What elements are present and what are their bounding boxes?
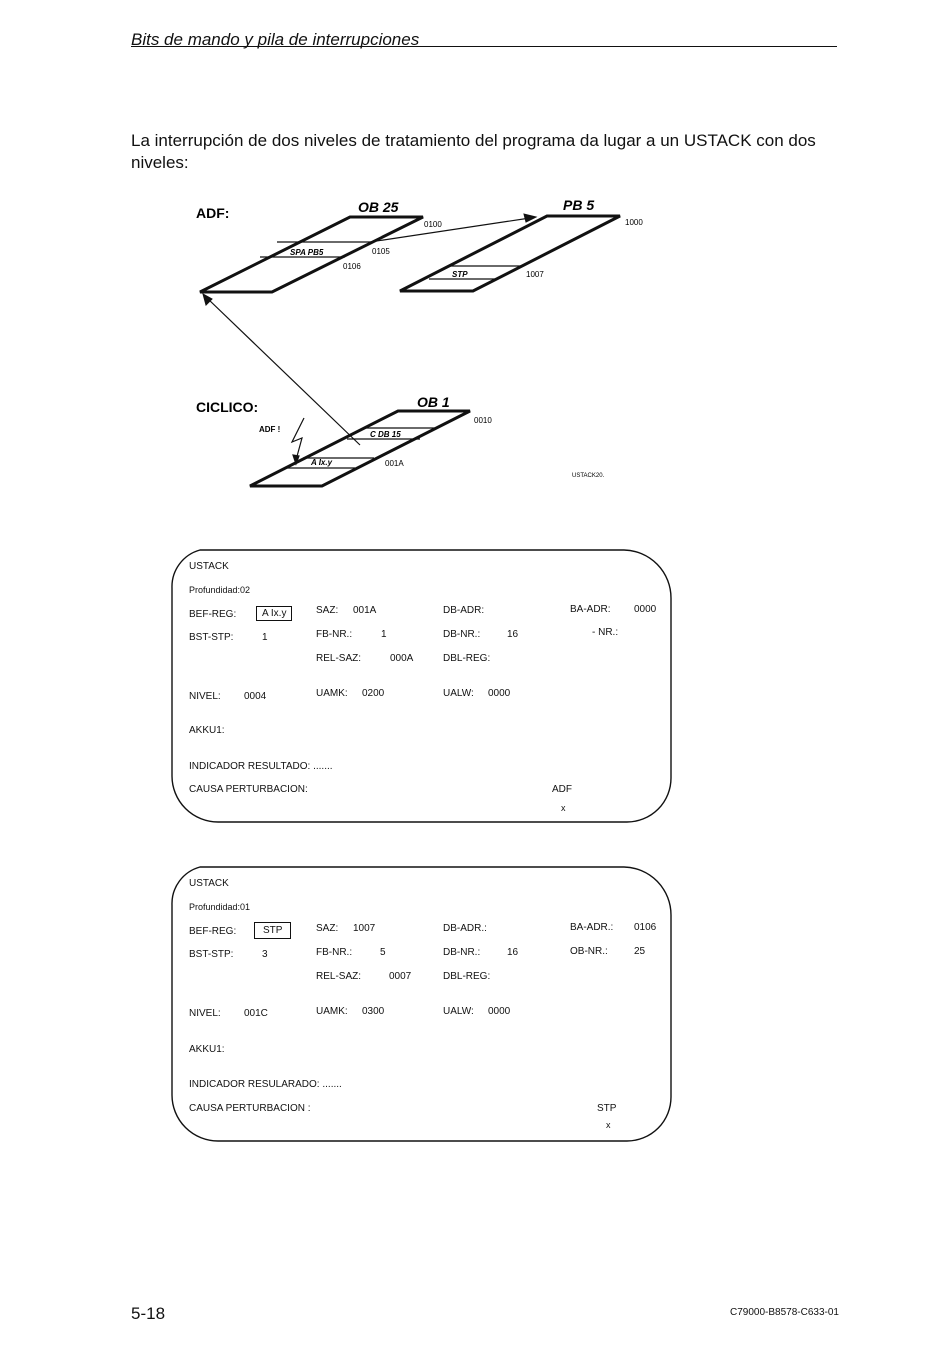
- dbl-reg-label: DBL-REG:: [443, 971, 491, 982]
- page-number: 5-18: [131, 1304, 166, 1323]
- bef-reg-value: STP: [254, 922, 292, 939]
- fb-nr-label: FB-NR.:: [316, 629, 353, 640]
- db-nr-value: 16: [507, 947, 519, 958]
- causa-mark: x: [606, 1120, 611, 1130]
- nivel-value: 001C: [244, 1008, 268, 1019]
- rel-saz-value: 000A: [390, 653, 414, 664]
- akku1-label: AKKU1:: [189, 725, 225, 736]
- ob25-title: OB 25: [358, 199, 399, 215]
- uamk-value: 0200: [362, 688, 385, 699]
- ob1-instr1: C DB 15: [370, 430, 401, 439]
- bst-stp-value: 1: [262, 632, 268, 643]
- saz-value: 001A: [353, 605, 377, 616]
- ob25-addr-top: 0100: [424, 220, 442, 229]
- profundidad: Profundidad:01: [189, 902, 251, 912]
- uamk-label: UAMK:: [316, 1006, 348, 1017]
- bef-reg-label: BEF-REG:: [189, 609, 237, 620]
- rel-saz-label: REL-SAZ:: [316, 653, 362, 664]
- nivel-label: NIVEL:: [189, 1008, 221, 1019]
- pb5-addr-instr: 1007: [526, 270, 544, 279]
- page-header-title: Bits de mando y pila de interrupciones: [131, 30, 420, 49]
- db-nr-label: DB-NR.:: [443, 947, 481, 958]
- ualw-value: 0000: [488, 1006, 511, 1017]
- ob25-block: [199, 215, 424, 294]
- header-rule: [131, 46, 837, 47]
- ob25-addr-next: 0106: [343, 262, 361, 271]
- bef-reg-value: A Ix.y: [256, 606, 293, 621]
- interrupt-return-arrow: [202, 292, 361, 446]
- ustack-panel-2: USTACK Profundidad:01 BEF-REG: STP SAZ: …: [170, 865, 674, 1145]
- ob1-addr-instr2: 001A: [385, 459, 404, 468]
- ob25-addr-instr: 0105: [372, 247, 390, 256]
- uamk-label: UAMK:: [316, 688, 348, 699]
- fb-nr-value: 1: [381, 629, 387, 640]
- profundidad: Profundidad:02: [189, 585, 251, 595]
- indicador-resultado: INDICADOR RESULTADO: .......: [189, 761, 333, 772]
- bst-stp-label: BST-STP:: [189, 632, 234, 643]
- ob1-block: [249, 409, 471, 488]
- bst-stp-value: 3: [262, 949, 268, 960]
- call-arrow: [369, 213, 538, 243]
- ob1-instr2: A Ix.y: [310, 458, 333, 467]
- panel-frame: [171, 866, 672, 1142]
- interrupt-label: ADF !: [259, 425, 280, 434]
- intro-paragraph: La interrupción de dos niveles de tratam…: [131, 131, 816, 172]
- ob25-instr: SPA PB5: [290, 248, 324, 257]
- uamk-value: 0300: [362, 1006, 385, 1017]
- akku1-label: AKKU1:: [189, 1044, 225, 1055]
- indicador-resultado: INDICADOR RESULARADO: .......: [189, 1079, 342, 1090]
- ualw-value: 0000: [488, 688, 511, 699]
- ciclico-label: CICLICO:: [196, 399, 258, 415]
- figure-id: USTACK20.: [572, 473, 605, 479]
- fb-nr-label: FB-NR.:: [316, 947, 353, 958]
- causa-perturbacion: CAUSA PERTURBACION :: [189, 1103, 311, 1114]
- causa-mark: x: [561, 803, 566, 813]
- dbl-reg-label: DBL-REG:: [443, 653, 491, 664]
- causa-perturbacion: CAUSA PERTURBACION:: [189, 784, 308, 795]
- pb5-title: PB 5: [563, 197, 594, 213]
- ba-adr-value: 0000: [634, 604, 657, 615]
- ob-nr-value: 25: [634, 946, 646, 957]
- bst-stp-label: BST-STP:: [189, 949, 234, 960]
- nr-label: - NR.:: [592, 627, 619, 638]
- saz-label: SAZ:: [316, 923, 339, 934]
- ba-adr-label: BA-ADR.:: [570, 922, 614, 933]
- ualw-label: UALW:: [443, 1006, 474, 1017]
- pb5-block: [399, 214, 621, 293]
- db-adr-label: DB-ADR.:: [443, 923, 487, 934]
- nivel-value: 0004: [244, 691, 267, 702]
- adf-label: ADF:: [196, 205, 229, 221]
- db-nr-value: 16: [507, 629, 519, 640]
- causa-code: ADF: [552, 784, 572, 795]
- ba-adr-label: BA-ADR:: [570, 604, 611, 615]
- ustack-title: USTACK: [189, 561, 229, 572]
- ob1-title: OB 1: [417, 394, 450, 410]
- ustack-title: USTACK: [189, 878, 229, 889]
- document-code: C79000-B8578-C633-01: [730, 1307, 839, 1318]
- ustack-panel-1: USTACK Profundidad:02 BEF-REG: A Ix.y SA…: [170, 548, 674, 826]
- bef-reg-label: BEF-REG:: [189, 926, 237, 937]
- lightning-icon: [290, 417, 305, 466]
- causa-code: STP: [597, 1103, 617, 1114]
- ob-nr-label: OB-NR.:: [570, 946, 608, 957]
- pb5-instr: STP: [452, 270, 468, 279]
- saz-value: 1007: [353, 923, 376, 934]
- ualw-label: UALW:: [443, 688, 474, 699]
- rel-saz-value: 0007: [389, 971, 412, 982]
- db-nr-label: DB-NR.:: [443, 629, 481, 640]
- panel-frame: [171, 549, 672, 823]
- saz-label: SAZ:: [316, 605, 339, 616]
- fb-nr-value: 5: [380, 947, 386, 958]
- pb5-addr-top: 1000: [625, 218, 643, 227]
- db-adr-label: DB-ADR:: [443, 605, 485, 616]
- rel-saz-label: REL-SAZ:: [316, 971, 362, 982]
- ob1-addr-top: 0010: [474, 416, 492, 425]
- nivel-label: NIVEL:: [189, 691, 221, 702]
- ba-adr-value: 0106: [634, 922, 657, 933]
- ustack-diagram: ADF: OB 25 0100 SPA PB5 0105 0106 PB 5 1…: [196, 197, 643, 488]
